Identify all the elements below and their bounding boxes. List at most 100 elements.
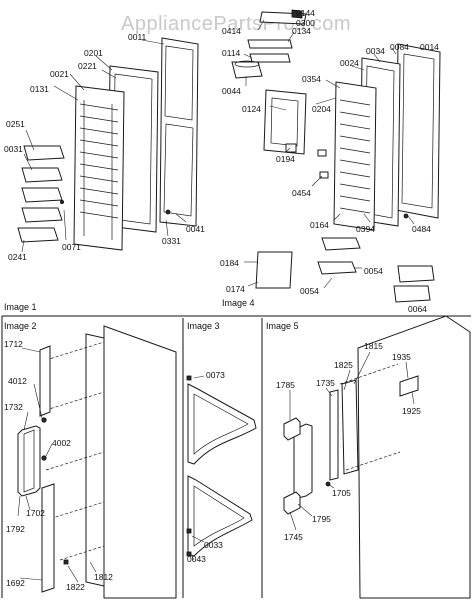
door-bins-left: [17, 145, 65, 243]
callout-1705: 1705: [332, 488, 351, 498]
callout-0300: 0300: [296, 18, 315, 28]
lower-handle-trim: [41, 483, 55, 593]
callout-1822: 1822: [66, 582, 85, 592]
image-5-handle-assembly: [283, 315, 471, 599]
callout-1735: 1735: [316, 378, 335, 388]
callout-1935: 1935: [392, 352, 411, 362]
fresh-food-liner-ribs: [339, 99, 371, 214]
callout-4002: 4002: [52, 438, 71, 448]
callout-0484: 0484: [412, 224, 431, 234]
callout-1815: 1815: [364, 341, 383, 351]
callout-0144: 0144: [296, 8, 315, 18]
callout-1812: 1812: [94, 572, 113, 582]
callout-0073: 0073: [206, 370, 225, 380]
handle-lower-cap: [283, 491, 301, 515]
callout-0034: 0034: [366, 46, 385, 56]
image-2-leaders: [17, 347, 97, 583]
image-4-leaders: [243, 11, 415, 289]
liner-shelf-ribs: [79, 100, 119, 240]
callout-1785: 1785: [276, 380, 295, 390]
image-3-trim-covers: [186, 375, 257, 557]
freezer-handle: [17, 425, 41, 497]
callout-0031: 0031: [4, 144, 23, 154]
callout-0194: 0194: [276, 154, 295, 164]
fresh-food-liner: [333, 81, 377, 231]
image-4-fresh-food-door-assembly: [231, 9, 441, 303]
panel-title-image-5: Image 5: [266, 321, 299, 331]
upper-handle-trim: [39, 345, 51, 417]
panel-title-image-1: Image 1: [4, 302, 37, 312]
freezer-door-face: [103, 325, 177, 599]
panel-title-image-3: Image 3: [187, 321, 220, 331]
handle-upper-cap: [283, 417, 301, 441]
image-5-leaders: [289, 351, 415, 531]
door-inner-liner: [73, 85, 125, 251]
image-1-freezer-door-assembly: [17, 37, 199, 251]
callout-1702: 1702: [26, 508, 45, 518]
callout-0134: 0134: [292, 26, 311, 36]
callout-0174: 0174: [226, 284, 245, 294]
upper-trim-cover: [187, 383, 257, 465]
image-1-leaders: [21, 39, 187, 253]
freezer-trim-strip: [85, 333, 105, 587]
callout-1925: 1925: [402, 406, 421, 416]
callout-1825: 1825: [334, 360, 353, 370]
callout-0021: 0021: [50, 69, 69, 79]
callout-0354: 0354: [302, 74, 321, 84]
callout-0041: 0041: [186, 224, 205, 234]
callout-0024: 0024: [340, 58, 359, 68]
upper-handle-bracket: [399, 375, 419, 397]
callout-0043: 0043: [187, 554, 206, 564]
callout-0033: 0033: [204, 540, 223, 550]
callout-0394: 0394: [356, 224, 375, 234]
callout-4012: 4012: [8, 376, 27, 386]
small-cup: [231, 61, 263, 79]
callout-0221: 0221: [78, 61, 97, 71]
callout-0184: 0184: [220, 258, 239, 268]
image-1-callouts: 0011 0201 0021 0221 0131 0251 0031 0071 …: [4, 32, 205, 312]
callout-0084: 0084: [390, 42, 409, 52]
lower-trim-cover: [187, 475, 253, 557]
callout-0414: 0414: [222, 26, 241, 36]
fresh-food-door-face: [357, 315, 471, 599]
callout-0071: 0071: [62, 242, 81, 252]
panel-frames: [1, 315, 471, 598]
water-tank-bracket: [255, 251, 293, 289]
image-4-callouts: 0144 0300 0414 0134 0114 0044 0024 0034 …: [220, 8, 439, 314]
outer-door-panel: [159, 37, 199, 227]
callout-0164: 0164: [310, 220, 329, 230]
callout-1795: 1795: [312, 514, 331, 524]
callout-1692: 1692: [6, 578, 25, 588]
callout-1792: 1792: [6, 524, 25, 534]
callout-0054-upper: 0054: [364, 266, 383, 276]
callout-0204: 0204: [312, 104, 331, 114]
callout-0014: 0014: [420, 42, 439, 52]
door-bins-right: [317, 237, 435, 303]
panel-title-image-2: Image 2: [4, 321, 37, 331]
fresh-food-outer-door: [395, 43, 441, 219]
callout-0044: 0044: [222, 86, 241, 96]
callout-0251: 0251: [6, 119, 25, 129]
fresh-food-trim-strip: [341, 379, 359, 475]
callout-1745: 1745: [284, 532, 303, 542]
callout-0241: 0241: [8, 252, 27, 262]
callout-0201: 0201: [84, 48, 103, 58]
image-5-callouts: Image 5 1815 1825 1935 1785 1735 1925 17…: [266, 321, 421, 542]
dispenser-housing: [263, 89, 307, 155]
callout-1712: 1712: [4, 339, 23, 349]
callout-0454: 0454: [292, 188, 311, 198]
callout-0011: 0011: [128, 32, 147, 42]
callout-0124: 0124: [242, 104, 261, 114]
callout-0331: 0331: [162, 236, 181, 246]
image-2-callouts: Image 2 1712 4012 1732 4002 1702 1792 16…: [4, 321, 113, 592]
image-3-leaders: [191, 375, 205, 561]
callout-0054-lower: 0054: [300, 286, 319, 296]
fresh-food-handle: [293, 423, 313, 499]
image-2-handle-assembly: [17, 325, 177, 599]
callout-1732: 1732: [4, 402, 23, 412]
callout-0064: 0064: [408, 304, 427, 314]
callout-0131: 0131: [30, 84, 49, 94]
callout-0114: 0114: [222, 48, 241, 58]
panel-title-image-4: Image 4: [222, 298, 255, 308]
